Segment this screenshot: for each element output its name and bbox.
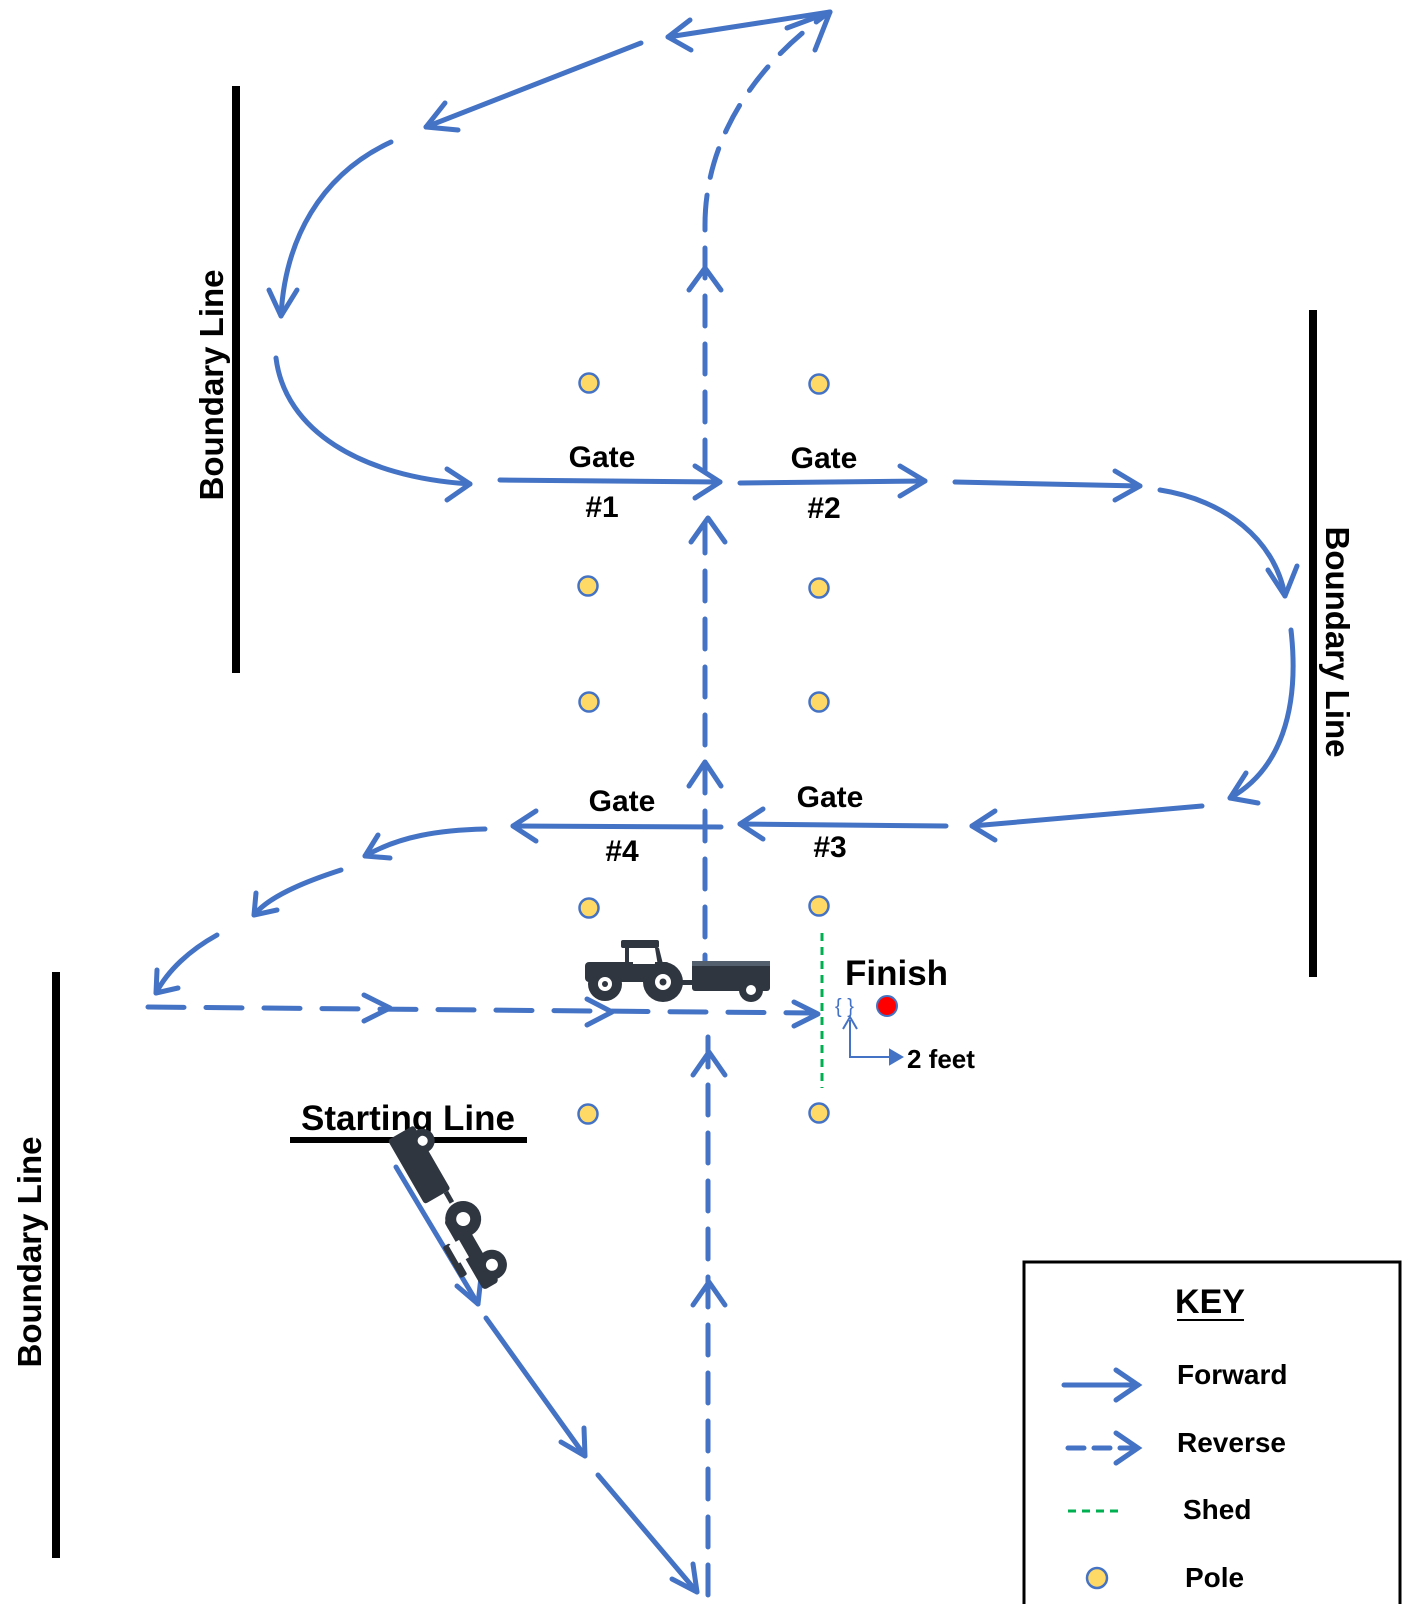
distance-pointer: [842, 1015, 904, 1066]
legend-label-pole: Pole: [1185, 1562, 1244, 1593]
distance-label: 2 feet: [907, 1044, 975, 1074]
pole: [577, 575, 599, 597]
forward-path-start: [393, 1164, 700, 1595]
pole: [578, 372, 600, 394]
legend-key: KEY Forward Reverse Shed Pole: [1022, 1260, 1402, 1604]
boundary-label-left-top: Boundary Line: [193, 269, 230, 500]
pole: [808, 373, 830, 395]
red-dot-icon: [876, 995, 898, 1017]
reverse-path-upper-curve: [702, 9, 833, 228]
pole: [578, 897, 600, 919]
forward-path-gates-1-2: [497, 463, 1143, 503]
gate-number: #1: [585, 491, 618, 524]
pole: [578, 691, 600, 713]
gate-label-3: Gate #3: [797, 781, 864, 864]
pole: [808, 691, 830, 713]
finish-label: Finish: [845, 954, 948, 993]
gate-number: #4: [605, 835, 639, 868]
pole: [808, 577, 830, 599]
reverse-path-center: [702, 222, 711, 1598]
gate-word: Gate: [797, 781, 864, 814]
gap-bracket: { }: [835, 996, 854, 1018]
legend-label-shed: Shed: [1183, 1494, 1251, 1525]
gate-word: Gate: [569, 441, 636, 474]
boundary-label-right: Boundary Line: [1319, 526, 1356, 757]
reverse-path-to-finish: [145, 992, 821, 1029]
legend-title: KEY: [1175, 1283, 1245, 1321]
forward-path-top-loop: [266, 9, 833, 503]
pole: [808, 895, 830, 917]
gate-word: Gate: [589, 785, 656, 818]
gate-label-4: Gate #4: [589, 785, 656, 868]
gate-label-2: Gate #2: [791, 442, 858, 525]
forward-path-left-loop: [153, 826, 488, 996]
dashed-arrow-icon: [1065, 1430, 1143, 1466]
tractor-with-trailer-icon: [585, 940, 770, 1002]
gate-number: #3: [813, 831, 846, 864]
boundary-label-left-bottom: Boundary Line: [11, 1136, 48, 1367]
forward-path-right-loop: [1157, 487, 1300, 806]
gate-label-1: Gate #1: [569, 441, 636, 524]
tractor-with-trailer-icon-start: [388, 1126, 507, 1289]
pole: [577, 1103, 599, 1125]
solid-arrow-icon: [1061, 1367, 1143, 1403]
gate-number: #2: [807, 492, 840, 525]
legend-label-forward: Forward: [1177, 1359, 1287, 1390]
legend-label-reverse: Reverse: [1177, 1427, 1286, 1458]
pole-circle-icon: [1085, 1566, 1109, 1590]
pole: [808, 1102, 830, 1124]
gate-word: Gate: [791, 442, 858, 475]
forward-path-gates-3-4: [510, 803, 1205, 844]
poles: [577, 372, 830, 1125]
